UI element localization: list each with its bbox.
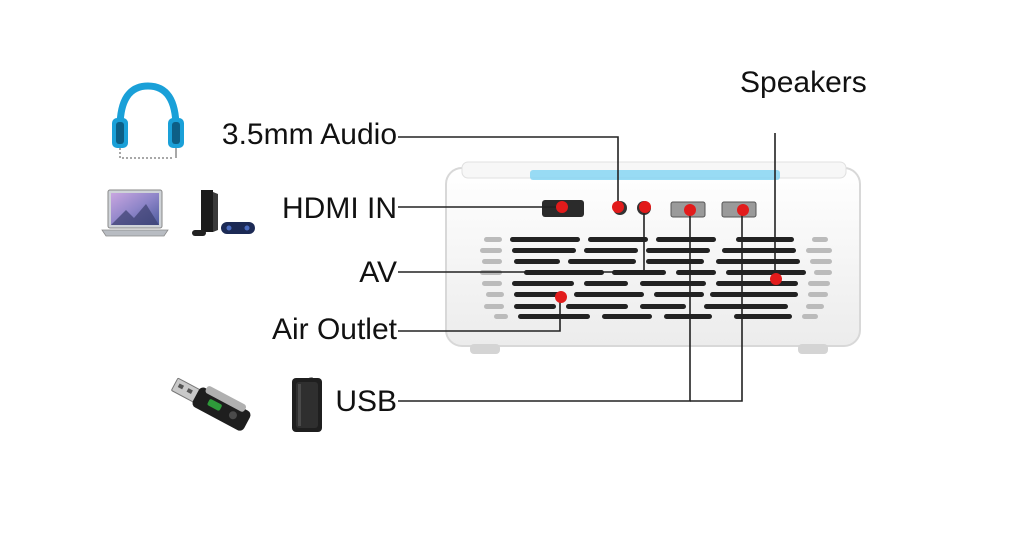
leader-line-air-outlet — [398, 297, 561, 332]
label-speakers: Speakers — [740, 66, 867, 99]
usb-flash-drive-icon — [171, 377, 251, 431]
air-vent-grille — [480, 237, 832, 319]
marker-air-outlet — [555, 291, 567, 303]
leader-lines — [398, 133, 776, 402]
marker-usb-1 — [684, 204, 696, 216]
portable-hard-drive-icon — [292, 377, 322, 432]
markers — [555, 201, 782, 303]
marker-hdmi — [556, 201, 568, 213]
label-usb: USB — [335, 385, 397, 418]
marker-speakers — [770, 273, 782, 285]
projector-body — [445, 161, 861, 354]
leader-line-audio — [398, 136, 619, 207]
leader-line-usb-2 — [690, 210, 743, 402]
label-hdmi-in: HDMI IN — [282, 192, 397, 225]
laptop-icon — [101, 189, 169, 237]
label-air-outlet: Air Outlet — [271, 313, 397, 346]
marker-audio — [612, 201, 624, 213]
marker-av — [639, 201, 651, 213]
leader-line-av — [398, 207, 645, 273]
label-av: AV — [359, 256, 397, 289]
label-3-5mm-audio: 3.5mm Audio — [221, 118, 397, 151]
game-console-icon — [192, 190, 255, 236]
marker-usb-2 — [737, 204, 749, 216]
headphones-icon — [112, 82, 184, 159]
